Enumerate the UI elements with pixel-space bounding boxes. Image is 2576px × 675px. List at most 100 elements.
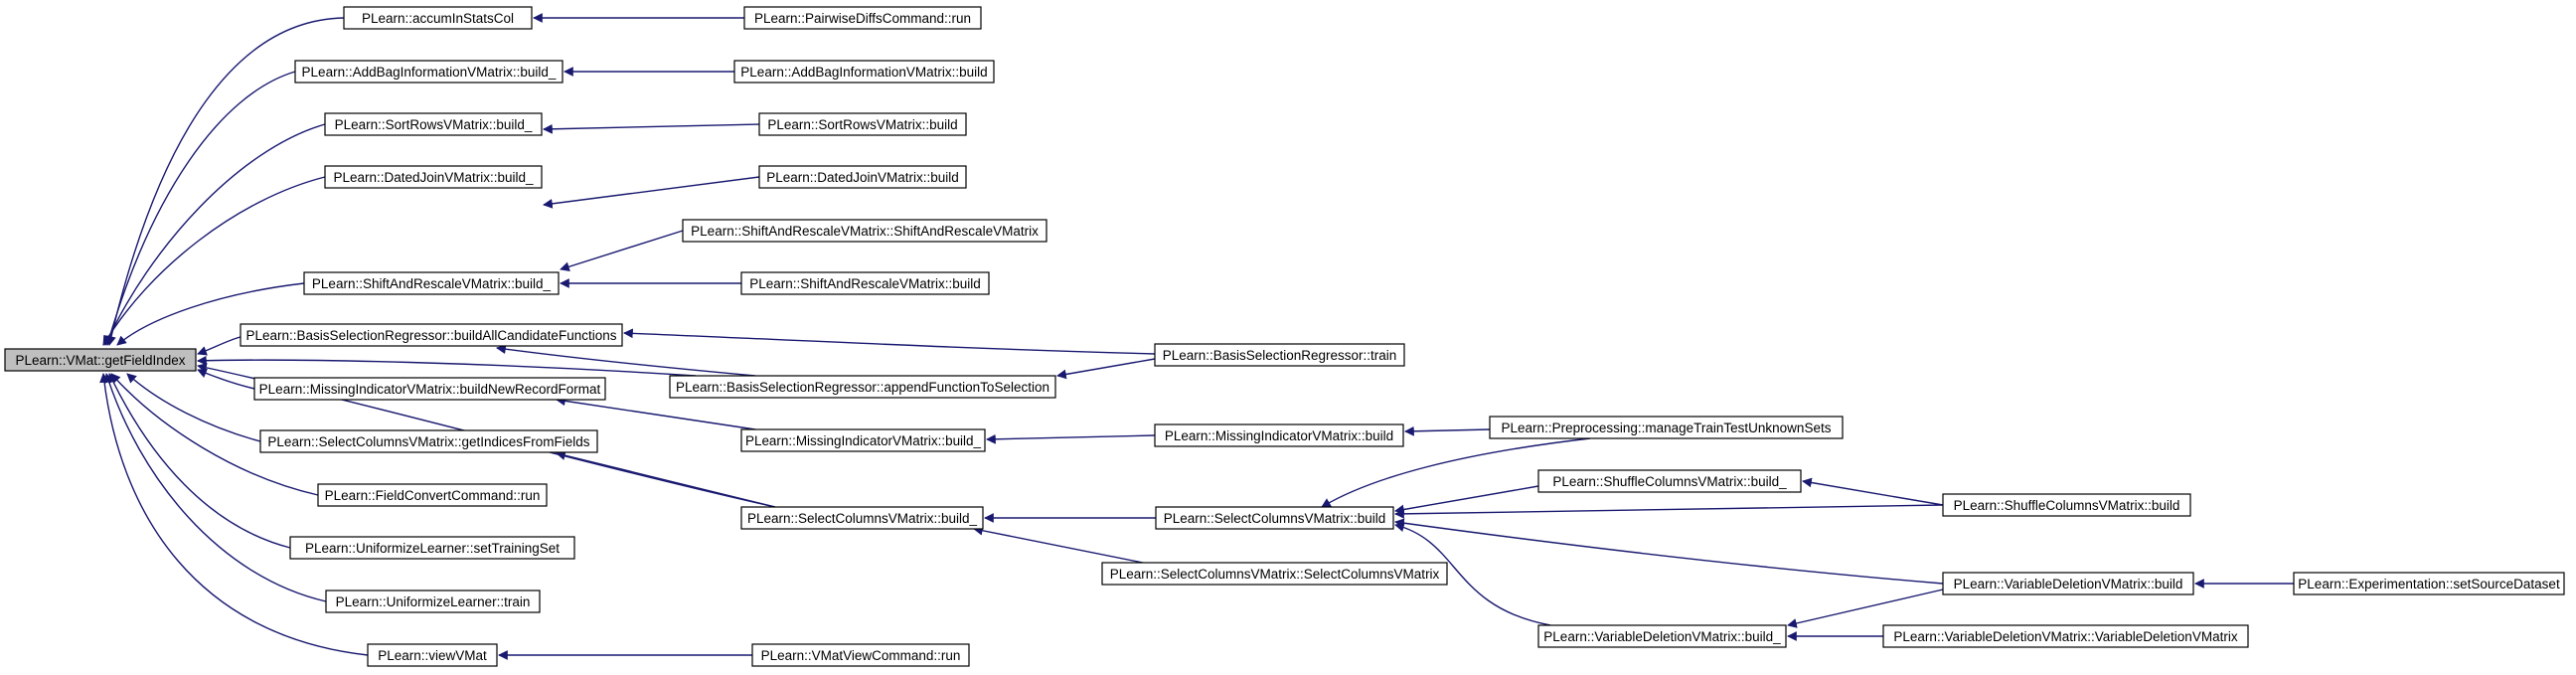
node-label: PLearn::VariableDeletionVMatrix::Variabl… (1893, 629, 2237, 644)
node-plearn-vmat-getfieldindex[interactable]: PLearn::VMat::getFieldIndex (4, 348, 197, 372)
edge-plearn-preprocessing-managetraintestunknownsets-to-plearn-missingindicatorvmatrix-build (1404, 425, 1491, 436)
node-plearn-addbaginformationvmatrix-build[interactable]: PLearn::AddBagInformationVMatrix::build (733, 60, 995, 84)
node-plearn-selectcolumnsvmatrix-selectcolumnsvmatrix[interactable]: PLearn::SelectColumnsVMatrix::SelectColu… (1101, 562, 1448, 586)
node-label: PLearn::SelectColumnsVMatrix::SelectColu… (1110, 567, 1440, 582)
node-plearn-datedjoinvmatrix-build[interactable]: PLearn::DatedJoinVMatrix::build_ (324, 165, 543, 189)
node-box (740, 428, 986, 452)
edge-plearn-missingindicatorvmatrix-build-to-plearn-missingindicatorvmatrix-build (986, 433, 1156, 444)
node-label: PLearn::SelectColumnsVMatrix::build_ (747, 511, 978, 526)
edge-plearn-sortrowsvmatrix-build-to-plearn-sortrowsvmatrix-build (543, 123, 760, 134)
node-plearn-selectcolumnsvmatrix-build[interactable]: PLearn::SelectColumnsVMatrix::build (1155, 506, 1394, 530)
edge-plearn-shiftandrescalevmatrix-build-to-plearn-vmat-getfieldindex (116, 282, 305, 346)
node-label: PLearn::FieldConvertCommand::run (325, 488, 541, 503)
edge-arrow (556, 396, 756, 430)
edge-plearn-shufflecolumnsvmatrix-build-to-plearn-selectcolumnsvmatrix-build (1394, 504, 1944, 519)
node-label: PLearn::DatedJoinVMatrix::build_ (333, 170, 534, 185)
node-box (751, 643, 970, 667)
node-box (324, 112, 543, 136)
edge-plearn-datedjoinvmatrix-build-to-plearn-vmat-getfieldindex (102, 176, 326, 346)
node-label: PLearn::SortRowsVMatrix::build (767, 117, 957, 132)
node-box (367, 643, 498, 667)
node-plearn-shiftandrescalevmatrix-build[interactable]: PLearn::ShiftAndRescaleVMatrix::build (740, 271, 990, 295)
node-label: PLearn::SelectColumnsVMatrix::getIndices… (267, 434, 589, 449)
node-plearn-vmatviewcommand-run[interactable]: PLearn::VMatViewCommand::run (751, 643, 970, 667)
edge-plearn-variabledeletionvmatrix-build-to-plearn-selectcolumnsvmatrix-build (1394, 522, 1551, 626)
node-plearn-basisselectionregressor-appendfunctiontoselection[interactable]: PLearn::BasisSelectionRegressor::appendF… (669, 375, 1056, 399)
edge-plearn-fieldconvertcommand-run-to-plearn-vmat-getfieldindex (110, 373, 319, 496)
node-plearn-preprocessing-managetraintestunknownsets[interactable]: PLearn::Preprocessing::manageTrainTestUn… (1489, 416, 1844, 439)
node-plearn-addbaginformationvmatrix-build[interactable]: PLearn::AddBagInformationVMatrix::build_ (294, 60, 564, 84)
edge-arrow (623, 328, 1156, 355)
node-label: PLearn::SortRowsVMatrix::build_ (335, 117, 533, 132)
node-label: PLearn::AddBagInformationVMatrix::build (740, 65, 987, 80)
node-plearn-variabledeletionvmatrix-variabledeletionvmatrix[interactable]: PLearn::VariableDeletionVMatrix::Variabl… (1882, 624, 2249, 648)
node-box (303, 271, 560, 295)
node-plearn-shufflecolumnsvmatrix-build[interactable]: PLearn::ShuffleColumnsVMatrix::build (1942, 493, 2191, 517)
node-label: PLearn::BasisSelectionRegressor::buildAl… (246, 328, 617, 343)
node-plearn-datedjoinvmatrix-build[interactable]: PLearn::DatedJoinVMatrix::build (758, 165, 967, 189)
node-plearn-missingindicatorvmatrix-build[interactable]: PLearn::MissingIndicatorVMatrix::build (1154, 423, 1404, 447)
node-plearn-fieldconvertcommand-run[interactable]: PLearn::FieldConvertCommand::run (317, 483, 548, 507)
node-plearn-shufflecolumnsvmatrix-build[interactable]: PLearn::ShuffleColumnsVMatrix::build_ (1537, 469, 1802, 493)
edge-plearn-selectcolumnsvmatrix-getindicesfromfields-to-plearn-vmat-getfieldindex (126, 373, 261, 442)
node-plearn-pairwisediffscommand-run[interactable]: PLearn::PairwiseDiffsCommand::run (743, 6, 982, 30)
node-plearn-selectcolumnsvmatrix-build[interactable]: PLearn::SelectColumnsVMatrix::build_ (740, 506, 984, 530)
node-label: PLearn::UniformizeLearner::setTrainingSe… (305, 541, 560, 556)
node-box (317, 483, 548, 507)
edge-plearn-basisselectionregressor-appendfunctiontoselection-to-plearn-vmat-getfieldindex (197, 355, 697, 377)
node-label: PLearn::ShiftAndRescaleVMatrix::ShiftAnd… (691, 224, 1039, 239)
node-box (1154, 423, 1404, 447)
edge-arrow (1321, 437, 1591, 508)
node-box (1154, 343, 1405, 367)
node-plearn-variabledeletionvmatrix-build[interactable]: PLearn::VariableDeletionVMatrix::build_ (1537, 624, 1787, 648)
node-label: PLearn::BasisSelectionRegressor::appendF… (676, 380, 1049, 395)
node-plearn-basisselectionregressor-buildallcandidatefunctions[interactable]: PLearn::BasisSelectionRegressor::buildAl… (240, 323, 623, 347)
node-plearn-uniformizelearner-train[interactable]: PLearn::UniformizeLearner::train (325, 590, 541, 613)
node-label: PLearn::ShiftAndRescaleVMatrix::build (749, 276, 981, 291)
node-box (743, 6, 982, 30)
node-box (669, 375, 1056, 399)
edge-plearn-addbaginformationvmatrix-build-to-plearn-vmat-getfieldindex (104, 71, 296, 346)
node-box (240, 323, 623, 347)
edge-arrow (108, 373, 291, 549)
edge-arrow (1394, 518, 1944, 585)
edge-plearn-variabledeletionvmatrix-build-to-plearn-variabledeletionvmatrix-build (1787, 589, 1944, 628)
edge-plearn-missingindicatorvmatrix-build-to-plearn-missingindicatorvmatrix-buildnewrecordformat (556, 396, 756, 430)
node-plearn-shiftandrescalevmatrix-shiftandrescalevmatrix[interactable]: PLearn::ShiftAndRescaleVMatrix::ShiftAnd… (682, 219, 1047, 243)
node-box (4, 348, 197, 372)
node-plearn-shiftandrescalevmatrix-build[interactable]: PLearn::ShiftAndRescaleVMatrix::build_ (303, 271, 560, 295)
edge-plearn-basisselectionregressor-train-to-plearn-basisselectionregressor-buildallcandidatefunctions (623, 328, 1156, 355)
edge-arrow (543, 123, 760, 134)
node-label: PLearn::viewVMat (378, 648, 487, 663)
node-plearn-viewvmat[interactable]: PLearn::viewVMat (367, 643, 498, 667)
node-box (1537, 624, 1787, 648)
node-plearn-missingindicatorvmatrix-buildnewrecordformat[interactable]: PLearn::MissingIndicatorVMatrix::buildNe… (253, 377, 606, 401)
node-plearn-accuminstatscol[interactable]: PLearn::accumInStatsCol (343, 6, 533, 30)
node-plearn-missingindicatorvmatrix-build[interactable]: PLearn::MissingIndicatorVMatrix::build_ (740, 428, 986, 452)
node-box (1489, 416, 1844, 439)
edge-plearn-sortrowsvmatrix-build-to-plearn-vmat-getfieldindex (104, 123, 326, 346)
node-label: PLearn::ShuffleColumnsVMatrix::build_ (1552, 474, 1787, 489)
node-plearn-sortrowsvmatrix-build[interactable]: PLearn::SortRowsVMatrix::build_ (324, 112, 543, 136)
node-plearn-uniformizelearner-settrainingset[interactable]: PLearn::UniformizeLearner::setTrainingSe… (289, 536, 575, 560)
edge-plearn-basisselectionregressor-buildallcandidatefunctions-to-plearn-vmat-getfieldindex (197, 336, 242, 356)
node-plearn-experimentation-setsourcedataset[interactable]: PLearn::Experimentation::setSourceDatase… (2293, 572, 2565, 595)
node-plearn-basisselectionregressor-train[interactable]: PLearn::BasisSelectionRegressor::train (1154, 343, 1405, 367)
node-plearn-variabledeletionvmatrix-build[interactable]: PLearn::VariableDeletionVMatrix::build (1942, 572, 2194, 595)
edge-arrow (104, 71, 296, 346)
edge-arrow (973, 525, 1144, 564)
node-plearn-selectcolumnsvmatrix-getindicesfromfields[interactable]: PLearn::SelectColumnsVMatrix::getIndices… (259, 429, 598, 453)
node-box (289, 536, 575, 560)
node-plearn-sortrowsvmatrix-build[interactable]: PLearn::SortRowsVMatrix::build (758, 112, 967, 136)
edge-arrow (99, 373, 369, 656)
edge-plearn-basisselectionregressor-appendfunctiontoselection-to-plearn-basisselectionregressor-buildallcandidatefunctions (496, 344, 756, 377)
node-box (2293, 572, 2565, 595)
node-box (343, 6, 533, 30)
edge-arrow (556, 450, 776, 508)
edge-arrow (116, 282, 305, 346)
edge-arrow (197, 355, 697, 377)
node-label: PLearn::BasisSelectionRegressor::train (1163, 348, 1397, 363)
node-label: PLearn::SelectColumnsVMatrix::build (1164, 511, 1386, 526)
edge-arrow (104, 373, 327, 602)
edge-plearn-uniformizelearner-train-to-plearn-vmat-getfieldindex (104, 373, 327, 602)
